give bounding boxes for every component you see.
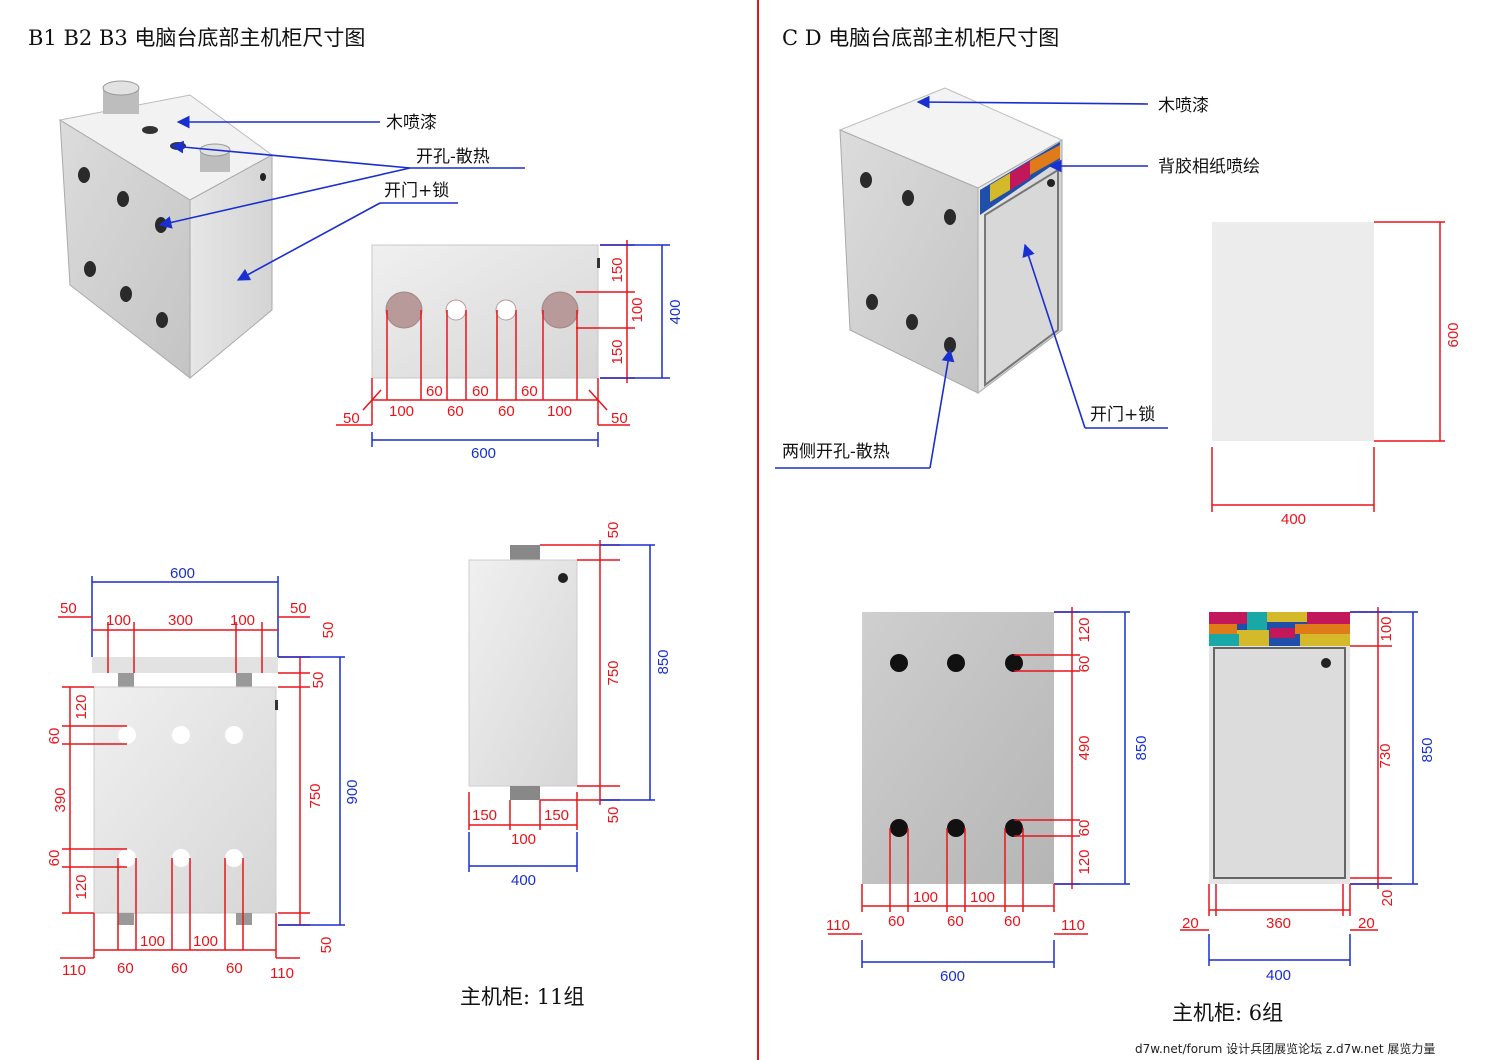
svg-text:400: 400 bbox=[1281, 511, 1306, 528]
svg-text:100: 100 bbox=[140, 933, 165, 950]
svg-text:60: 60 bbox=[46, 850, 63, 867]
right-callouts: 木喷漆 背胶相纸喷绘 开门+锁 两侧开孔-散热 bbox=[775, 95, 1260, 469]
svg-text:110: 110 bbox=[1061, 917, 1085, 934]
svg-text:100: 100 bbox=[193, 933, 218, 950]
label-wood-paint-left: 木喷漆 bbox=[386, 113, 437, 133]
label-wood-paint-right: 木喷漆 bbox=[1158, 96, 1209, 116]
svg-text:100: 100 bbox=[1378, 616, 1395, 641]
svg-text:50: 50 bbox=[605, 522, 622, 539]
svg-text:60: 60 bbox=[426, 383, 443, 400]
svg-text:120: 120 bbox=[1076, 849, 1093, 874]
label-holes-vent-left: 开孔-散热 bbox=[416, 147, 490, 167]
svg-text:60: 60 bbox=[472, 383, 489, 400]
svg-text:400: 400 bbox=[511, 872, 536, 889]
svg-text:150: 150 bbox=[609, 257, 626, 282]
svg-text:900: 900 bbox=[344, 779, 361, 804]
label-door-lock-left: 开门+锁 bbox=[384, 181, 449, 201]
svg-text:400: 400 bbox=[1266, 967, 1291, 984]
svg-text:50: 50 bbox=[290, 600, 307, 617]
svg-text:100: 100 bbox=[389, 403, 414, 420]
svg-text:360: 360 bbox=[1266, 915, 1291, 932]
svg-text:60: 60 bbox=[888, 913, 905, 930]
right-summary: 主机柜: 6组 bbox=[1172, 1001, 1283, 1025]
svg-text:50: 50 bbox=[605, 807, 622, 824]
label-door-lock-right: 开门+锁 bbox=[1090, 405, 1155, 425]
svg-text:600: 600 bbox=[471, 445, 496, 462]
svg-text:50: 50 bbox=[611, 410, 628, 427]
svg-text:50: 50 bbox=[318, 937, 335, 954]
svg-text:60: 60 bbox=[447, 403, 464, 420]
svg-text:150: 150 bbox=[544, 807, 569, 824]
svg-text:50: 50 bbox=[60, 600, 77, 617]
svg-text:600: 600 bbox=[1445, 322, 1462, 347]
svg-text:100: 100 bbox=[629, 297, 646, 322]
svg-text:60: 60 bbox=[521, 383, 538, 400]
left-front-view: 600 50 100 300 100 50 120 60 390 60 120 … bbox=[46, 565, 361, 982]
left-callouts: 木喷漆 开孔-散热 开门+锁 bbox=[158, 113, 525, 281]
svg-text:110: 110 bbox=[62, 962, 86, 979]
svg-text:400: 400 bbox=[667, 299, 684, 324]
svg-text:60: 60 bbox=[46, 728, 63, 745]
left-top-view: 50 100 60 60 60 60 60 100 50 600 150 100… bbox=[336, 240, 684, 462]
svg-text:850: 850 bbox=[655, 649, 672, 674]
svg-text:300: 300 bbox=[168, 612, 193, 629]
svg-text:490: 490 bbox=[1076, 735, 1093, 760]
left-title: B1 B2 B3 电脑台底部主机柜尺寸图 bbox=[28, 26, 365, 50]
svg-text:60: 60 bbox=[117, 960, 134, 977]
svg-text:150: 150 bbox=[609, 339, 626, 364]
svg-text:120: 120 bbox=[1076, 617, 1093, 642]
svg-text:50: 50 bbox=[343, 410, 360, 427]
right-3d-cabinet bbox=[838, 87, 1064, 394]
label-side-holes-right: 两侧开孔-散热 bbox=[782, 442, 890, 462]
right-front-view: 100 730 20 850 20 360 20 400 bbox=[1180, 607, 1436, 984]
left-3d-cabinet bbox=[58, 80, 273, 380]
svg-text:730: 730 bbox=[1377, 743, 1394, 768]
svg-text:100: 100 bbox=[970, 889, 995, 906]
svg-text:850: 850 bbox=[1419, 737, 1436, 762]
svg-text:120: 120 bbox=[73, 874, 90, 899]
svg-text:750: 750 bbox=[307, 783, 324, 808]
left-side-view: 50 750 50 850 150 100 150 400 bbox=[468, 522, 672, 889]
svg-text:60: 60 bbox=[171, 960, 188, 977]
svg-text:390: 390 bbox=[52, 787, 69, 812]
svg-text:20: 20 bbox=[1182, 915, 1199, 932]
svg-text:150: 150 bbox=[472, 807, 497, 824]
svg-text:60: 60 bbox=[226, 960, 243, 977]
svg-text:60: 60 bbox=[1004, 913, 1021, 930]
svg-text:60: 60 bbox=[947, 913, 964, 930]
svg-text:20: 20 bbox=[1358, 915, 1375, 932]
svg-text:100: 100 bbox=[230, 612, 255, 629]
svg-text:60: 60 bbox=[1076, 820, 1093, 837]
svg-text:110: 110 bbox=[826, 917, 850, 934]
svg-text:100: 100 bbox=[913, 889, 938, 906]
svg-text:20: 20 bbox=[1379, 890, 1396, 907]
svg-text:100: 100 bbox=[511, 831, 536, 848]
right-title: C D 电脑台底部主机柜尺寸图 bbox=[782, 26, 1059, 50]
svg-text:60: 60 bbox=[1076, 656, 1093, 673]
right-side-view: 120 60 490 60 120 850 110 60 100 60 100 … bbox=[826, 607, 1150, 985]
svg-text:120: 120 bbox=[73, 694, 90, 719]
svg-text:50: 50 bbox=[310, 672, 327, 689]
watermark: d7w.net/forum 设计兵团展览论坛 z.d7w.net 展览力量 bbox=[1135, 1041, 1435, 1056]
left-summary: 主机柜: 11组 bbox=[460, 985, 584, 1009]
svg-text:600: 600 bbox=[170, 565, 195, 582]
label-photo-paper-right: 背胶相纸喷绘 bbox=[1158, 157, 1260, 177]
right-top-view: 600 400 bbox=[1211, 221, 1462, 528]
svg-text:50: 50 bbox=[320, 622, 337, 639]
svg-text:600: 600 bbox=[940, 968, 965, 985]
svg-text:750: 750 bbox=[605, 660, 622, 685]
svg-text:110: 110 bbox=[270, 965, 294, 982]
svg-text:100: 100 bbox=[547, 403, 572, 420]
svg-text:60: 60 bbox=[498, 403, 515, 420]
svg-text:850: 850 bbox=[1133, 735, 1150, 760]
svg-text:100: 100 bbox=[106, 612, 131, 629]
